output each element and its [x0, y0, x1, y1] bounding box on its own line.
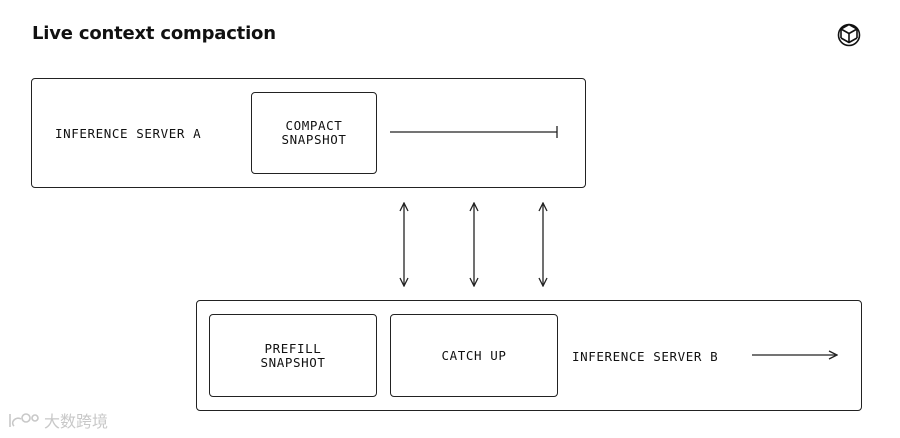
compact-snapshot-box: COMPACT SNAPSHOT	[251, 92, 377, 174]
openai-logo-icon	[837, 23, 861, 47]
watermark-logo-icon	[9, 413, 39, 427]
catch-up-box: CATCH UP	[390, 314, 558, 397]
prefill-snapshot-box: PREFILL SNAPSHOT	[209, 314, 377, 397]
compact-snapshot-label: COMPACT SNAPSHOT	[281, 118, 347, 147]
prefill-snapshot-label: PREFILL SNAPSHOT	[260, 340, 326, 370]
inference-server-a-box	[31, 78, 586, 188]
catch-up-label: CATCH UP	[441, 347, 507, 363]
inference-server-b-label: INFERENCE SERVER B	[572, 349, 719, 364]
watermark: 大数跨境	[6, 408, 108, 432]
diagram-title: Live context compaction	[32, 23, 276, 44]
inference-server-a-label: INFERENCE SERVER A	[55, 126, 202, 141]
watermark-text: 大数跨境	[44, 412, 109, 431]
inference-server-b-box	[196, 300, 862, 411]
